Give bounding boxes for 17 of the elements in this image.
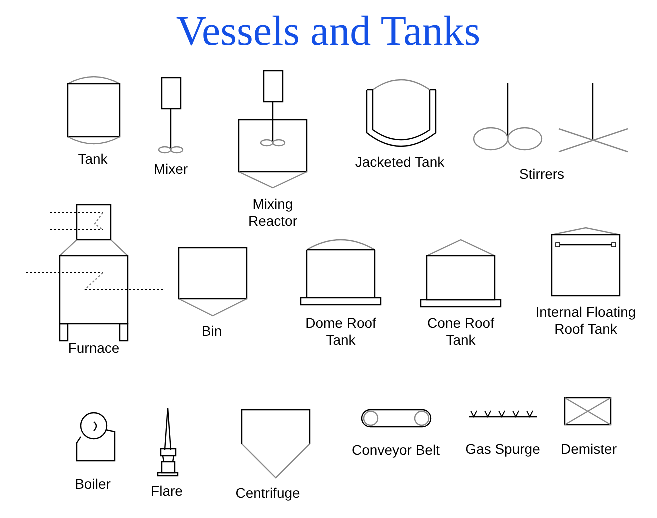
symbol-label: Mixing Reactor [247,196,299,230]
title: Vessels and Tanks [175,8,482,56]
symbol-label: Dome Roof Tank [304,315,378,349]
symbol-label: Demister [560,441,618,458]
symbol-label: Mixer [152,161,190,178]
symbol-label: Flare [150,483,184,500]
symbol-label: Gas Spurge [464,441,542,458]
symbol-label: Jacketed Tank [354,154,446,171]
symbol-label: Conveyor Belt [351,442,441,459]
symbol-label: Bin [200,323,224,340]
symbol-label: Boiler [74,476,112,493]
symbol-label: Stirrers [518,166,566,183]
symbol-label: Cone Roof Tank [426,315,496,349]
symbol-label: Furnace [67,340,121,357]
symbol-label: Internal Floating Roof Tank [534,304,638,338]
symbol-label: Centrifuge [234,485,302,502]
symbol-label: Tank [77,151,109,168]
